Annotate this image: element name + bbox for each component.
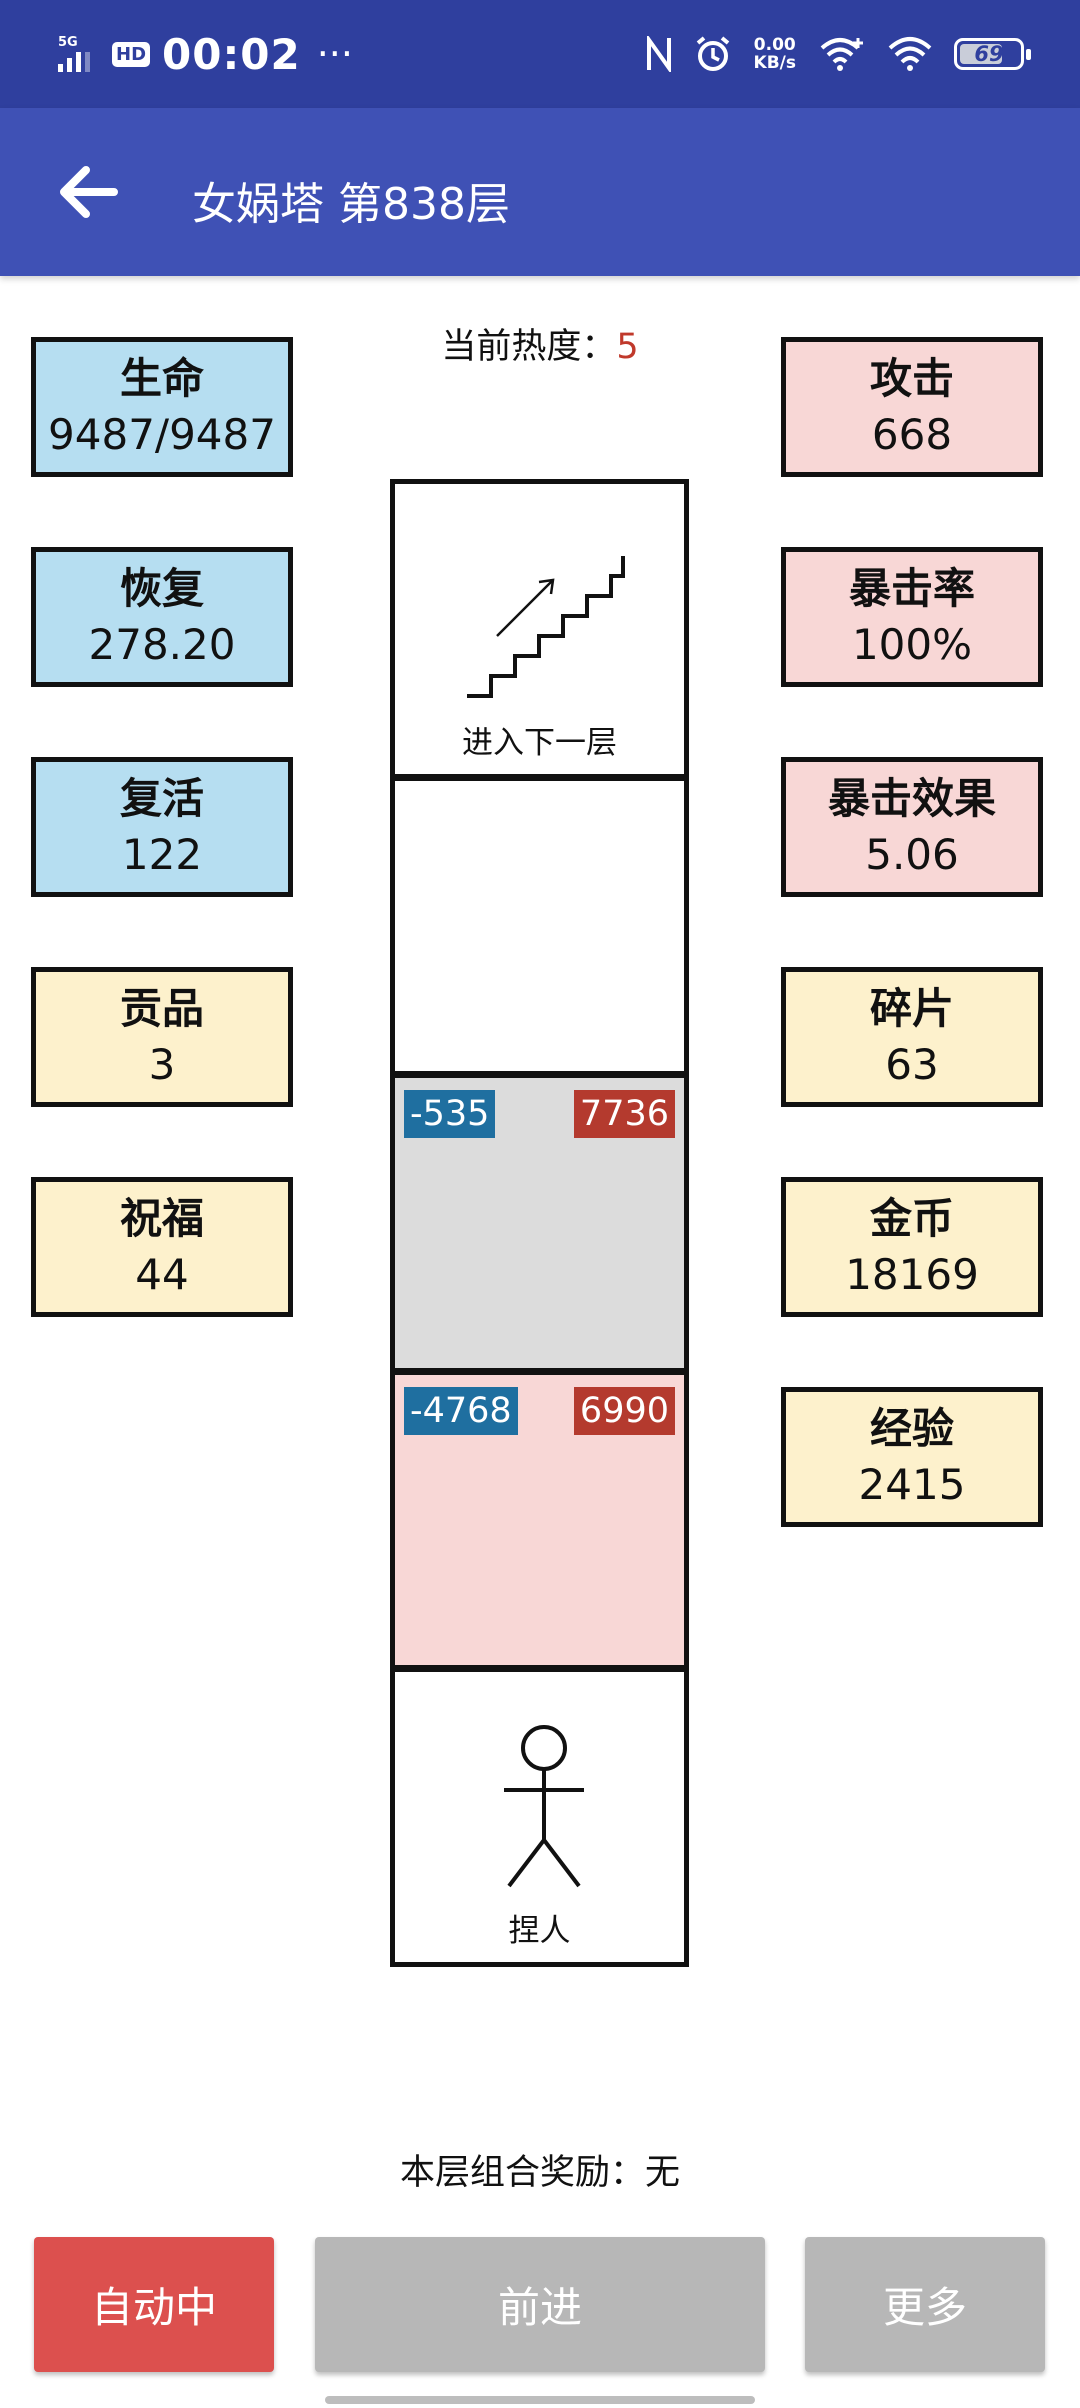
heat-indicator: 当前热度：5: [0, 318, 1080, 369]
cellular-signal-icon: 5G: [58, 35, 90, 72]
stat-value: 278.20: [88, 620, 236, 669]
app-bar: 女娲塔 第838层: [0, 108, 1080, 276]
enemy-attack-badge: 6990: [573, 1387, 675, 1435]
stat-crit-rate: 暴击率 100%: [781, 547, 1043, 687]
more-button[interactable]: 更多: [805, 2237, 1045, 2372]
stat-value: 122: [121, 830, 203, 879]
stat-offering: 贡品 3: [31, 967, 293, 1107]
stat-label: 攻击: [869, 354, 954, 403]
enemy-defense-badge: -4768: [404, 1387, 518, 1435]
battery-icon: 69: [954, 38, 1031, 70]
stat-label: 经验: [869, 1404, 954, 1453]
stat-label: 生命: [119, 354, 204, 403]
stat-value: 3: [148, 1040, 176, 1089]
enemy-cell[interactable]: -4768 6990: [390, 1370, 689, 1670]
next-floor-label: 进入下一层: [462, 725, 617, 761]
stat-recovery: 恢复 278.20: [31, 547, 293, 687]
home-indicator[interactable]: [325, 2396, 755, 2404]
stat-label: 碎片: [869, 984, 954, 1033]
enemy-attack-badge: 7736: [573, 1090, 675, 1138]
player-cell[interactable]: 捏人: [390, 1667, 689, 1967]
stat-attack: 攻击 668: [781, 337, 1043, 477]
stat-revive: 复活 122: [31, 757, 293, 897]
stat-label: 复活: [119, 774, 204, 823]
stat-label: 金币: [869, 1194, 954, 1243]
stat-fragments: 碎片 63: [781, 967, 1043, 1107]
stick-figure-icon: [504, 1725, 584, 1888]
stat-label: 暴击效果: [827, 774, 996, 823]
stat-value: 100%: [851, 620, 973, 669]
stat-value: 18169: [845, 1250, 979, 1299]
auto-button[interactable]: 自动中: [34, 2237, 274, 2372]
back-arrow-icon[interactable]: [54, 160, 122, 224]
stat-value: 2415: [858, 1460, 966, 1509]
alarm-icon: [696, 36, 729, 71]
player-label: 捏人: [508, 1913, 571, 1949]
status-bar: 5G HD 00:02 ··· 0.00 KB/s: [0, 0, 1080, 108]
stat-value: 5.06: [865, 830, 959, 879]
floor-combo-reward: 本层组合奖励：无: [399, 2153, 680, 2193]
wifi-6-icon: [820, 38, 863, 71]
stat-value: 668: [871, 410, 953, 459]
wifi-icon: [888, 37, 932, 71]
stat-value: 9487/9487: [48, 410, 276, 459]
network-speed: 0.00 KB/s: [753, 35, 796, 73]
stat-gold: 金币 18169: [781, 1177, 1043, 1317]
stat-label: 贡品: [119, 984, 204, 1033]
heat-label: 当前热度：: [441, 327, 617, 367]
tower-column: 进入下一层 -535 7736 -4768 6990 捏人: [390, 479, 689, 1981]
more-notifications-icon: ···: [316, 32, 353, 76]
stat-crit-effect: 暴击效果 5.06: [781, 757, 1043, 897]
stat-experience: 经验 2415: [781, 1387, 1043, 1527]
next-floor-cell[interactable]: 进入下一层: [390, 479, 689, 779]
heat-value: 5: [616, 327, 639, 367]
stat-value: 63: [885, 1040, 939, 1089]
page-title: 女娲塔 第838层: [192, 179, 510, 230]
stat-value: 44: [135, 1250, 189, 1299]
hd-icon: HD: [112, 41, 151, 67]
forward-button[interactable]: 前进: [315, 2237, 765, 2372]
stat-label: 暴击率: [848, 564, 975, 613]
stat-label: 祝福: [119, 1194, 204, 1243]
stat-label: 恢复: [119, 564, 204, 613]
clock-time: 00:02: [162, 29, 301, 79]
nfc-icon: [646, 36, 671, 72]
svg-text:5G: 5G: [58, 35, 78, 50]
empty-cell[interactable]: [390, 776, 689, 1076]
stat-blessing: 祝福 44: [31, 1177, 293, 1317]
stairs-icon: [467, 556, 625, 698]
stat-life: 生命 9487/9487: [31, 337, 293, 477]
enemy-cell[interactable]: -535 7736: [390, 1073, 689, 1373]
enemy-defense-badge: -535: [404, 1090, 496, 1138]
